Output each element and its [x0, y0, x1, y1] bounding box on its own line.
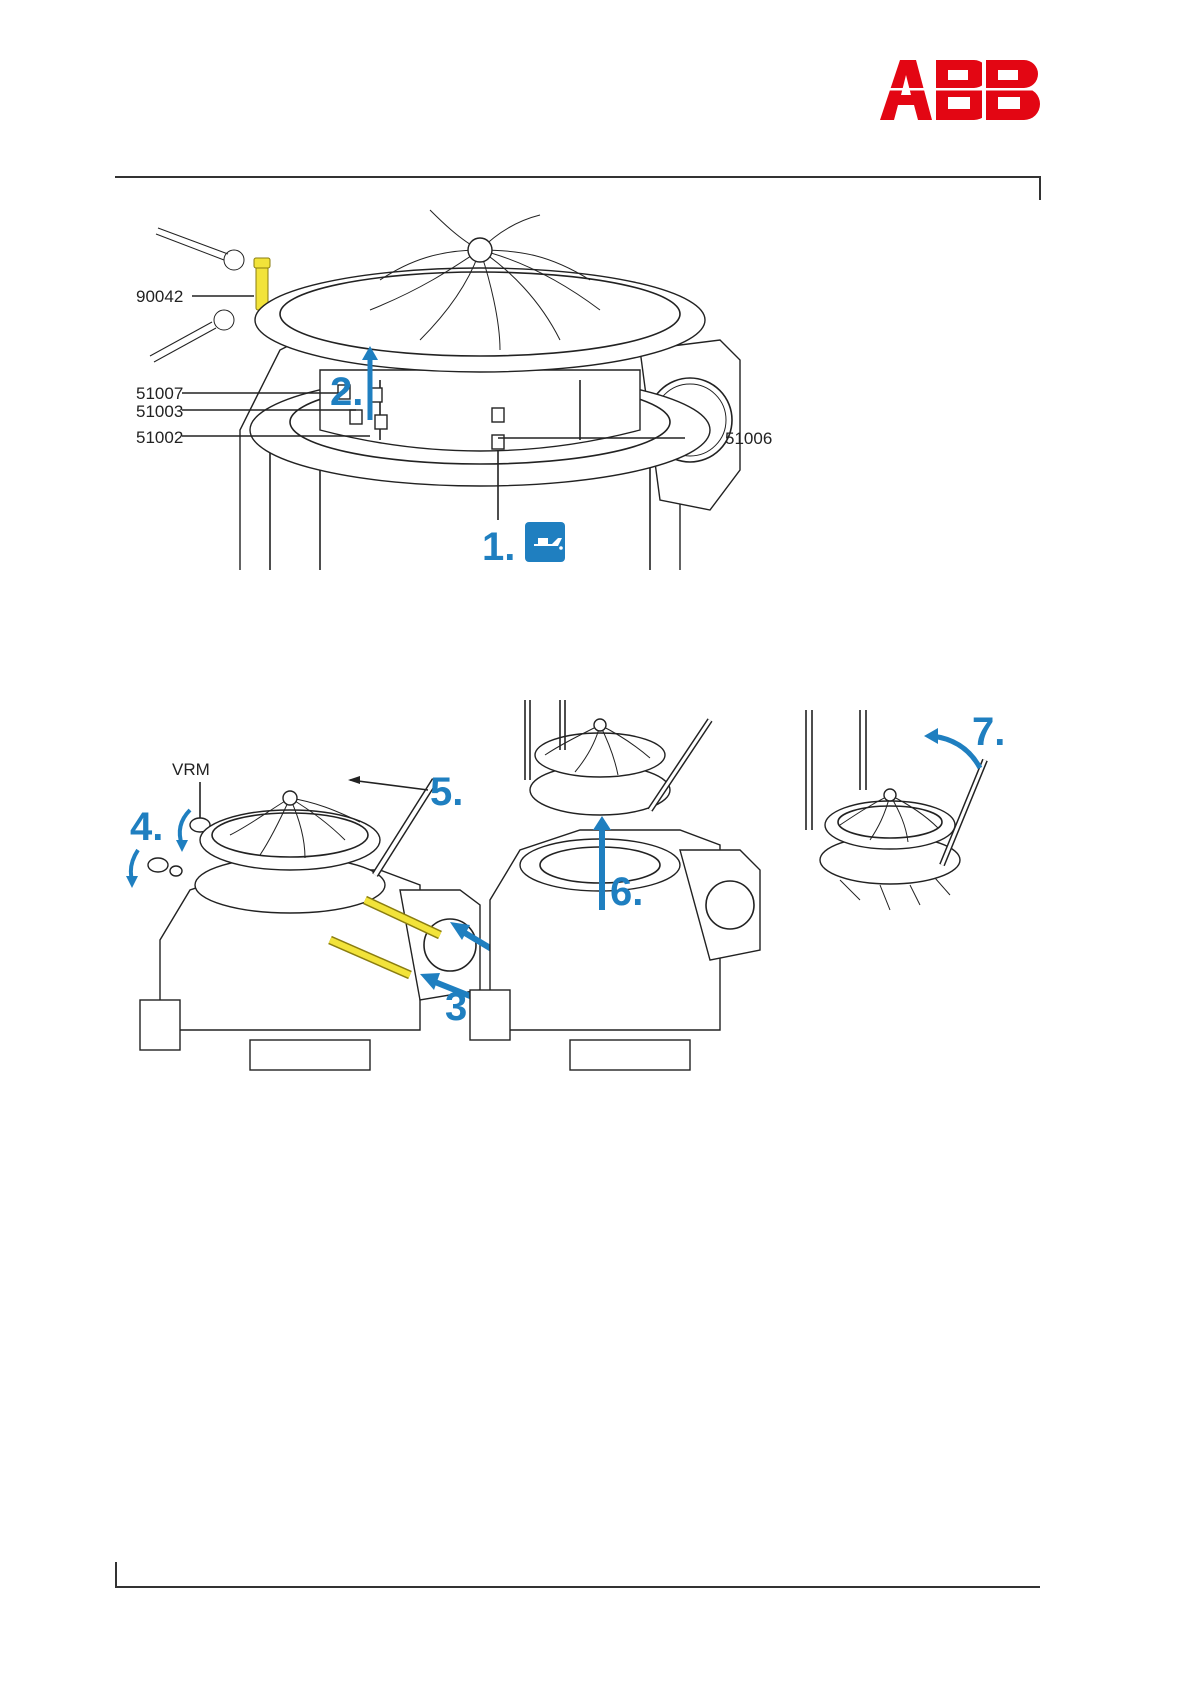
- footer-rule-tick: [115, 1562, 117, 1586]
- callout-part-4: 51006: [725, 429, 772, 448]
- callout-tool: 90042: [136, 287, 183, 306]
- step-5-label: 5.: [430, 770, 463, 814]
- step-1-label: 1.: [482, 525, 515, 569]
- header-rule: [115, 176, 1040, 178]
- step-4-label: 4.: [130, 805, 163, 849]
- oil-can-icon: [525, 522, 565, 562]
- callout-part-2: 51003: [136, 402, 183, 421]
- top-assembly-figure: 90042 51007 51003 51002: [120, 210, 800, 570]
- footer-rule: [115, 1586, 1040, 1588]
- vrm-label: VRM: [172, 760, 210, 779]
- header-rule-tick: [1039, 176, 1041, 200]
- bottom-assembly-figure: VRM 4. 3: [120, 700, 1040, 1080]
- step-7-label: 7.: [972, 710, 1005, 754]
- step-2-label: 2.: [330, 370, 363, 414]
- callout-part-1: 51007: [136, 384, 183, 403]
- machine-right: [806, 710, 985, 910]
- step-6-label: 6.: [610, 870, 643, 914]
- callout-part-3: 51002: [136, 428, 183, 447]
- abb-logo: [880, 60, 1040, 120]
